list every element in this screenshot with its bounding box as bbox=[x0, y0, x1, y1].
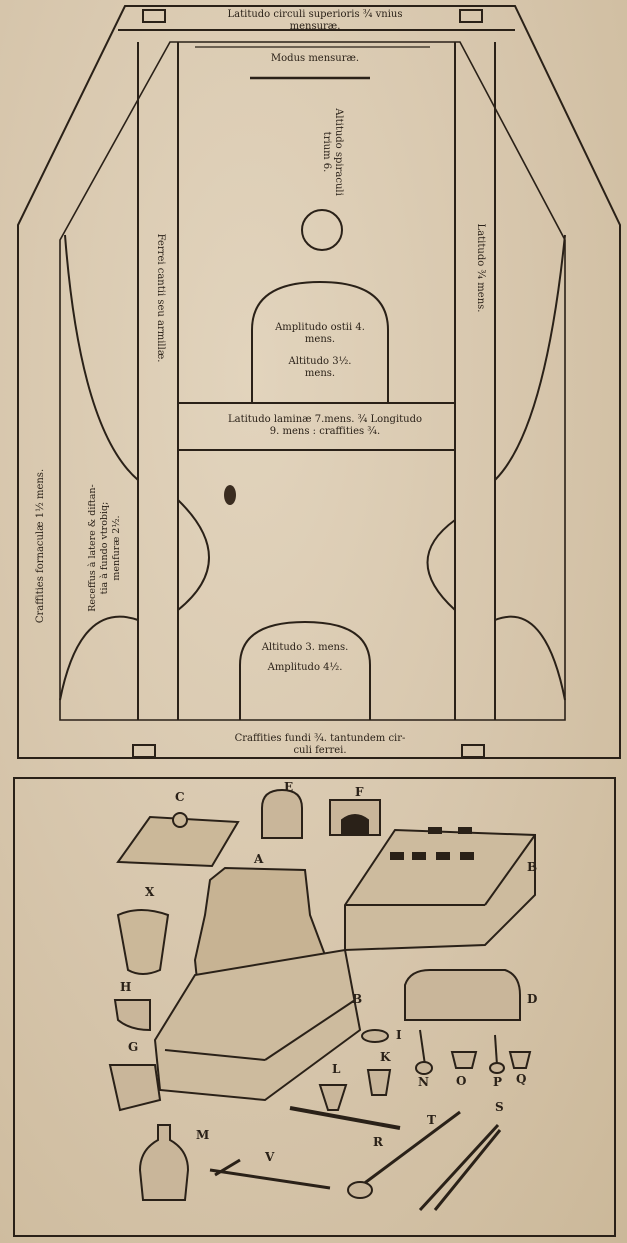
fundi-label: Craffities fundi ¾. tantundem cir-culi f… bbox=[234, 733, 406, 756]
letter-l: L bbox=[332, 1062, 341, 1076]
letter-n: N bbox=[418, 1075, 429, 1089]
letter-f: F bbox=[355, 785, 364, 799]
letter-x: X bbox=[145, 885, 155, 899]
vessel-i bbox=[361, 1029, 389, 1043]
altitudo-3-5-label: Altitudo 3½.mens. bbox=[288, 356, 352, 379]
letter-v: V bbox=[265, 1150, 275, 1164]
amplitudo-4-5-label: Amplitudo 4½. bbox=[267, 662, 343, 673]
piece-g bbox=[108, 1064, 162, 1112]
letter-p: P bbox=[493, 1075, 503, 1089]
letter-i: I bbox=[396, 1028, 402, 1042]
letter-h: H bbox=[120, 980, 132, 994]
letter-o: O bbox=[456, 1074, 467, 1088]
tongs-s bbox=[418, 1123, 502, 1212]
illustration-frame bbox=[13, 777, 616, 1237]
letter-k: K bbox=[380, 1050, 391, 1064]
letter-m: M bbox=[196, 1128, 210, 1142]
pot-x bbox=[116, 909, 170, 975]
modus-label: Modus mensuræ. bbox=[270, 53, 360, 64]
letter-s: S bbox=[495, 1100, 504, 1114]
letter-g: G bbox=[128, 1040, 139, 1054]
cup-q bbox=[508, 1051, 532, 1069]
box-b-upper bbox=[344, 828, 536, 952]
ladle-t bbox=[361, 1110, 461, 1187]
letter-e: E bbox=[284, 780, 294, 794]
letter-b-upper: B bbox=[527, 860, 538, 874]
letter-r: R bbox=[373, 1135, 383, 1149]
furnace-plan-diagram bbox=[17, 5, 621, 759]
flask-m bbox=[138, 1124, 190, 1201]
rod-r bbox=[289, 1106, 401, 1130]
letter-b-lower: B bbox=[352, 992, 363, 1006]
outer-frame bbox=[17, 5, 621, 759]
letter-q: Q bbox=[516, 1072, 527, 1086]
tool-n bbox=[419, 1029, 426, 1066]
letter-c: C bbox=[175, 790, 185, 804]
letter-t: T bbox=[427, 1113, 436, 1127]
plate-c bbox=[116, 815, 240, 868]
altitudo-3-label: Altitudo 3. mens. bbox=[261, 642, 349, 653]
ink-blot bbox=[224, 485, 236, 505]
piece-h bbox=[113, 999, 151, 1032]
brick-e bbox=[261, 788, 303, 839]
vessel-l bbox=[318, 1084, 348, 1111]
cup-o bbox=[450, 1051, 478, 1069]
base-b-lower bbox=[153, 948, 362, 1102]
tool-p bbox=[494, 1034, 498, 1066]
comb-d bbox=[404, 969, 521, 1021]
pincers-v bbox=[209, 1158, 331, 1190]
vessel-k bbox=[366, 1069, 392, 1096]
letter-a: A bbox=[254, 852, 264, 866]
amplitudo-ostii-label: Amplitudo ostii 4.mens. bbox=[275, 322, 365, 345]
letter-d: D bbox=[527, 992, 538, 1006]
